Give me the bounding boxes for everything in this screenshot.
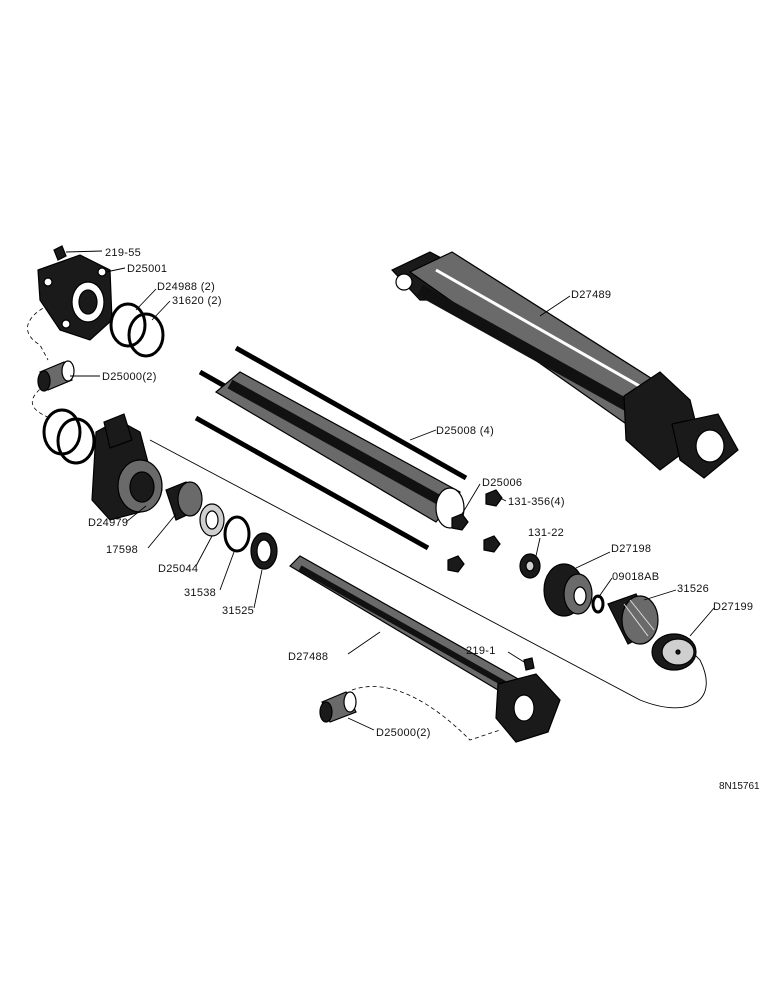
part-oring-left-2: [56, 417, 96, 465]
part-131-356-nut: [485, 489, 503, 507]
label-d27199: D27199: [713, 601, 753, 613]
label-17598: 17598: [106, 544, 138, 556]
label-d25008: D25008 (4): [436, 425, 494, 437]
label-31525: 31525: [222, 605, 254, 617]
part-d27488-piston-rod: [289, 555, 561, 743]
part-d25000-bushing-top: [37, 360, 75, 392]
part-131-22-nut: [519, 553, 541, 579]
part-d25000-bushing-bottom: [319, 691, 357, 723]
part-d25006-nut: [451, 513, 469, 531]
assembly-guide-line: [149, 439, 707, 709]
label-d25044: D25044: [158, 563, 198, 575]
part-219-55-fitting: [53, 245, 67, 261]
label-219-55: 219-55: [105, 247, 141, 259]
label-d24988: D24988 (2): [157, 281, 215, 293]
label-d25001: D25001: [127, 263, 167, 275]
label-09018ab: 09018AB: [612, 571, 659, 583]
part-d24979-base: [91, 413, 163, 521]
part-31538-snap-ring: [223, 515, 251, 553]
label-31538: 31538: [184, 587, 216, 599]
part-d27198-piston: [543, 563, 593, 617]
label-d27198: D27198: [611, 543, 651, 555]
part-d27199-follower: [651, 633, 697, 671]
part-d24988-oring: [109, 302, 147, 348]
label-d24979: D24979: [88, 517, 128, 529]
leader-lines: [65, 250, 715, 731]
part-131-356-nut: [483, 535, 501, 553]
part-oring-left: [42, 408, 82, 456]
part-219-1-fitting: [523, 657, 535, 671]
part-31525-seal-hole: [256, 539, 272, 563]
label-d27488: D27488: [288, 651, 328, 663]
label-d25006: D25006: [482, 477, 522, 489]
part-31526-packing: [607, 593, 659, 645]
label-131-356: 131-356(4): [508, 496, 565, 508]
label-219-1: 219-1: [466, 645, 496, 657]
assembly-guide-line: [32, 384, 51, 419]
label-d27489: D27489: [571, 289, 611, 301]
part-17598-packing: [165, 481, 203, 521]
label-d25000-top: D25000(2): [102, 371, 157, 383]
assembly-guide-line: [351, 686, 501, 741]
part-31620-backup-ring: [127, 312, 165, 358]
label-31620: 31620 (2): [172, 295, 222, 307]
part-d25044-washer-hole: [205, 510, 219, 530]
drawing-reference-number: 8N15761: [719, 781, 760, 792]
label-31526: 31526: [677, 583, 709, 595]
part-d27489-cylinder-assembly: [391, 251, 739, 479]
part-09018ab-oring: [591, 594, 605, 614]
label-131-22: 131-22: [528, 527, 564, 539]
part-131-356-nut: [447, 555, 465, 573]
part-d25001-head: [37, 254, 113, 341]
label-d25000-bottom: D25000(2): [376, 727, 431, 739]
